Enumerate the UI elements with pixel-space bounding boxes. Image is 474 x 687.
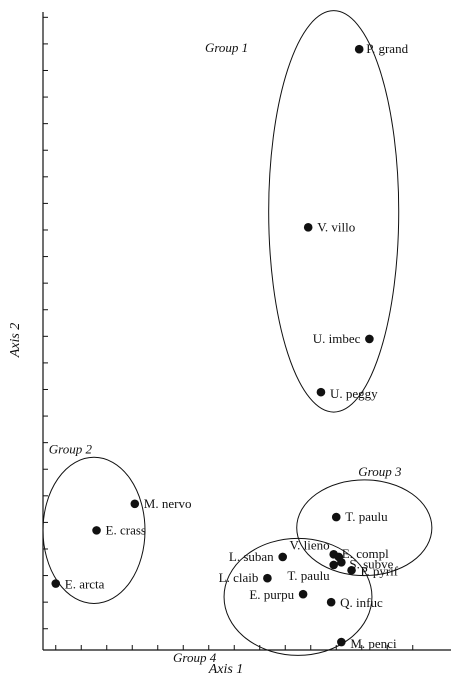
group-label-1: Group 1	[205, 40, 248, 55]
point-label-8: T. paulu	[345, 509, 388, 524]
point-label-6: E. crass	[106, 522, 146, 537]
point-label-4: U. peggy	[330, 386, 378, 401]
x-axis-title: Axis 1	[208, 662, 244, 677]
point-label-11: S. subve	[349, 556, 393, 571]
data-point-6	[92, 526, 101, 535]
point-label-7: E. arcta	[65, 577, 105, 592]
point-label-5: M. nervo	[144, 496, 192, 511]
group-ellipse-1	[268, 10, 400, 413]
data-point-1	[354, 44, 364, 54]
group-ellipse-2	[42, 456, 146, 604]
data-point-12	[329, 560, 339, 570]
point-label-2: V. villo	[317, 219, 355, 234]
point-label-9: V. lieno	[289, 537, 329, 552]
y-axis-ticks	[43, 16, 48, 630]
group-ellipses: Group 1 Group 2 Group 3 Group 4	[42, 10, 433, 665]
point-label-12: T. paulu	[287, 568, 330, 583]
data-point-2	[303, 223, 313, 232]
x-axis-ticks	[55, 645, 414, 650]
data-point-3	[365, 334, 374, 344]
data-point-16	[298, 589, 308, 599]
data-point-17	[326, 597, 336, 607]
group-label-3: Group 3	[358, 464, 402, 479]
data-point-7	[51, 579, 61, 588]
group-label-4: Group 4	[173, 650, 217, 665]
point-label-10: E. compl	[342, 546, 389, 561]
point-label-13: P. pyrif	[361, 563, 399, 578]
group-label-2: Group 2	[49, 441, 93, 456]
group-ellipse-4	[223, 537, 373, 656]
data-point-11	[337, 557, 346, 567]
point-label-14: L. suban	[229, 549, 274, 564]
point-label-18: M. penci	[350, 636, 397, 651]
point-label-17: Q. infuc	[340, 595, 383, 610]
axes	[42, 12, 451, 651]
data-point-15	[263, 573, 272, 583]
data-point-18	[337, 637, 346, 647]
point-label-3: U. imbec	[313, 331, 361, 346]
data-point-13	[347, 565, 356, 575]
data-point-4	[316, 387, 326, 397]
point-label-1: P. grand	[366, 41, 408, 56]
y-axis-title: Axis 2	[8, 323, 23, 359]
point-labels: P. grand V. villo U. imbec U. peggy M. nervo…	[65, 41, 409, 651]
point-label-16: E. purpu	[249, 587, 294, 602]
group-ellipse-3	[296, 479, 433, 577]
data-point-14	[278, 552, 288, 562]
point-label-15: L. claib	[219, 570, 259, 585]
data-point-8	[331, 512, 341, 522]
data-points	[51, 44, 374, 647]
data-point-5	[130, 499, 140, 509]
